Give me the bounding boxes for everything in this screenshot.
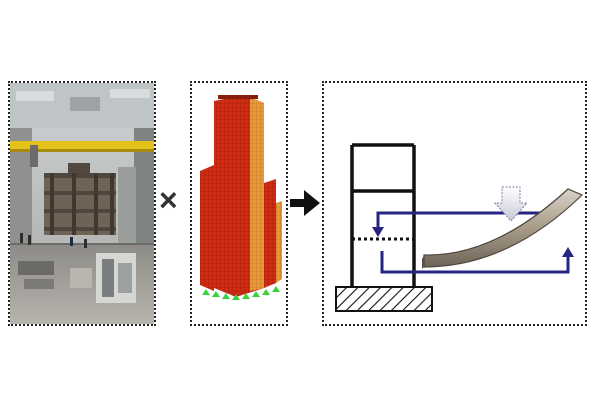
lab-photo-panel bbox=[8, 81, 156, 326]
structural-model-panel bbox=[190, 81, 288, 326]
hybrid-simulation-panel bbox=[322, 81, 587, 326]
data-exchange-loop bbox=[376, 211, 570, 274]
support-markers bbox=[202, 286, 280, 300]
times-icon: × bbox=[159, 182, 178, 218]
frame-structure bbox=[350, 143, 416, 287]
load-arrow-icon bbox=[493, 186, 529, 222]
tower-frame-model bbox=[200, 95, 282, 300]
ground-foundation bbox=[335, 286, 433, 312]
up-arrowhead-icon bbox=[562, 247, 574, 257]
right-arrow-icon bbox=[290, 190, 320, 216]
hybrid-schematic bbox=[335, 143, 584, 312]
down-arrowhead-icon bbox=[372, 227, 384, 237]
beam-specimen bbox=[423, 188, 584, 268]
lab-photo bbox=[10, 83, 154, 324]
